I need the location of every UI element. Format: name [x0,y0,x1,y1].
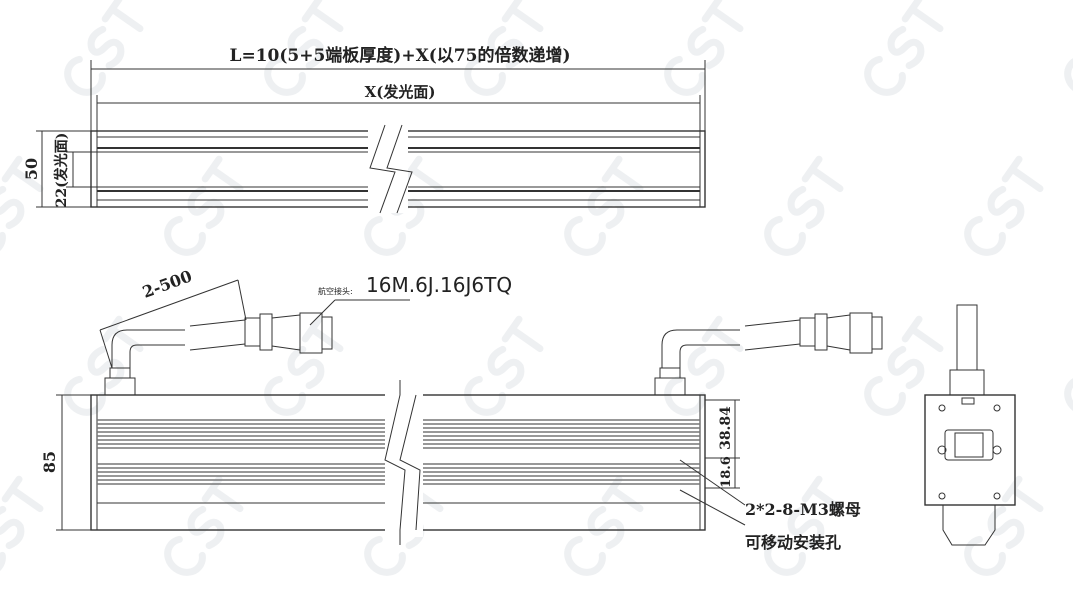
watermark-logo [564,155,644,256]
connector-model: 16M.6J.16J6TQ [366,273,512,297]
watermark-logo [264,0,344,96]
watermark-logo [264,315,344,416]
watermark-logo [864,0,944,96]
watermark-logo [64,315,144,416]
watermark-logo [1064,0,1073,96]
watermark-logo [764,475,844,576]
watermark-layer [0,0,1073,576]
emitting-width-dimension: 22(发光面) [53,133,70,208]
watermark-logo [664,0,744,96]
watermark-logo [964,155,1044,256]
watermark-logo [564,475,644,576]
emitting-length-dimension: X(发光面) [365,83,436,101]
front-view [56,279,883,545]
watermark-logo [864,315,944,416]
dimension-18-6: 18.6 [719,456,734,488]
top-view [36,60,706,214]
watermark-logo [0,475,44,576]
end-view [924,304,1016,546]
watermark-logo [964,475,1044,576]
cable-length-dimension: 2-500 [140,266,195,301]
body-height-dimension: 85 [40,451,59,473]
watermark-logo [164,475,244,576]
watermark-logo [464,315,544,416]
total-length-dimension: L=10(5+5端板厚度)+X(以75的倍数递增) [229,45,570,66]
watermark-logo [164,155,244,256]
watermark-logo [764,155,844,256]
nut-label: 2*2-8-M3螺母 [745,500,861,519]
watermark-logo [464,0,544,96]
watermark-logo [1064,315,1073,416]
height-dimension: 50 [22,158,41,180]
watermark-logo [0,155,44,256]
dimension-38-84: 38.84 [718,406,734,450]
mount-hole-label: 可移动安装孔 [745,533,841,552]
watermark-logo [64,0,144,96]
connector-label-prefix: 航空接头: [318,286,353,296]
watermark-logo [664,315,744,416]
